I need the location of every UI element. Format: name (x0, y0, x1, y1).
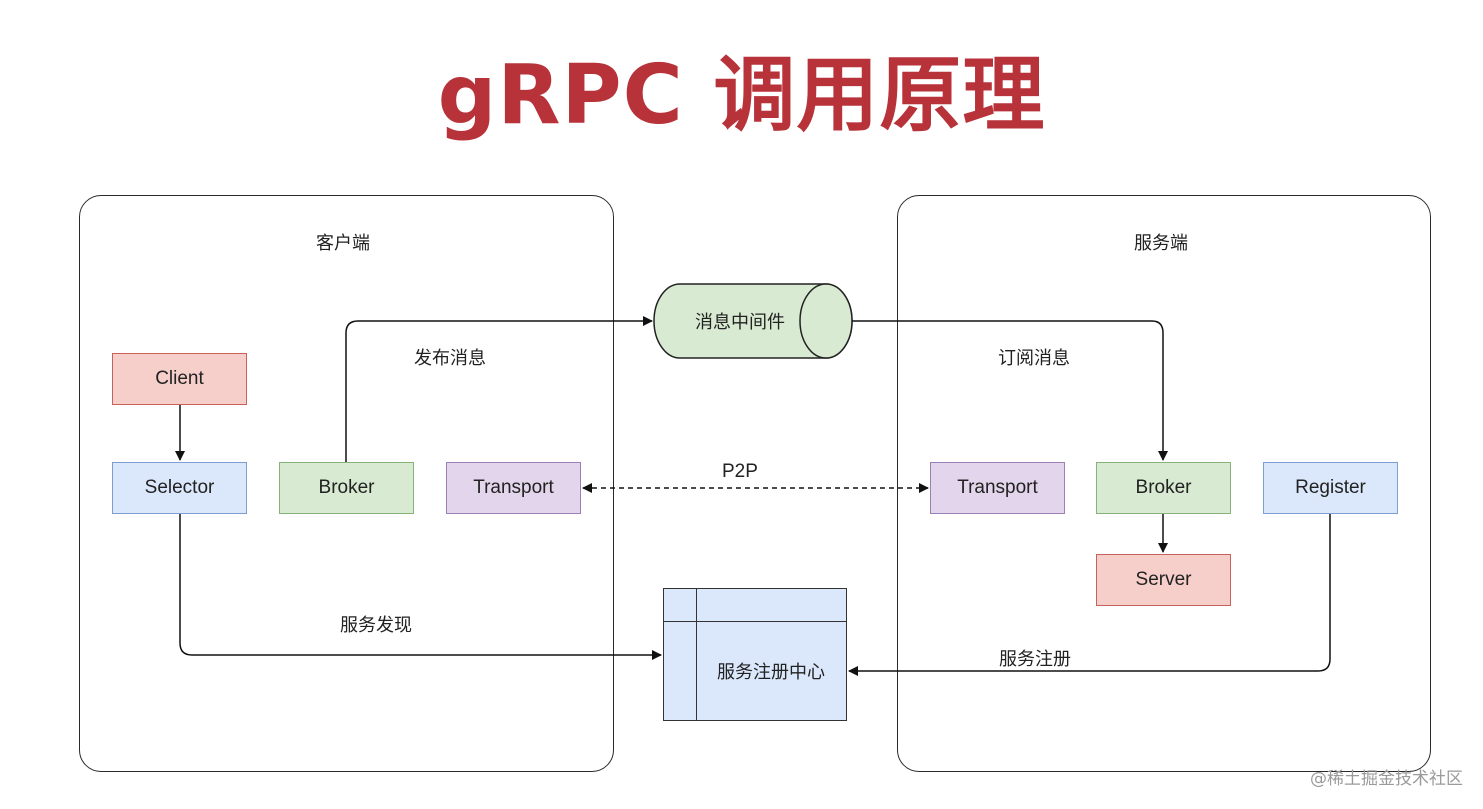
selector-node[interactable]: Selector (112, 462, 247, 514)
discovery-label: 服务发现 (340, 615, 412, 636)
page-title: gRPC 调用原理 (437, 48, 1046, 143)
server-panel-label: 服务端 (1134, 233, 1188, 254)
client-broker-node[interactable]: Broker (279, 462, 414, 514)
registry-center[interactable]: 服务注册中心 (663, 588, 847, 721)
registration-edge (848, 514, 1331, 676)
publish-label: 发布消息 (414, 348, 486, 369)
discovery-edge (179, 514, 662, 660)
subscribe-edge (852, 320, 1168, 461)
middleware-cylinder[interactable] (653, 283, 853, 359)
server-broker-node[interactable]: Broker (1096, 462, 1231, 514)
middleware-label: 消息中间件 (695, 312, 785, 333)
publish-edge (345, 316, 653, 462)
watermark: @稀土掘金技术社区 (1310, 769, 1463, 789)
p2p-label: P2P (722, 461, 758, 482)
registry-label: 服务注册中心 (717, 661, 825, 683)
registration-label: 服务注册 (999, 649, 1071, 670)
registry-side-line (696, 589, 697, 720)
server-transport-node[interactable]: Transport (930, 462, 1065, 514)
client-node[interactable]: Client (112, 353, 247, 405)
subscribe-label: 订阅消息 (998, 348, 1070, 369)
client-panel-label: 客户端 (316, 233, 370, 254)
registry-header-line (664, 621, 846, 622)
client-transport-node[interactable]: Transport (446, 462, 581, 514)
server-node[interactable]: Server (1096, 554, 1231, 606)
register-node[interactable]: Register (1263, 462, 1398, 514)
